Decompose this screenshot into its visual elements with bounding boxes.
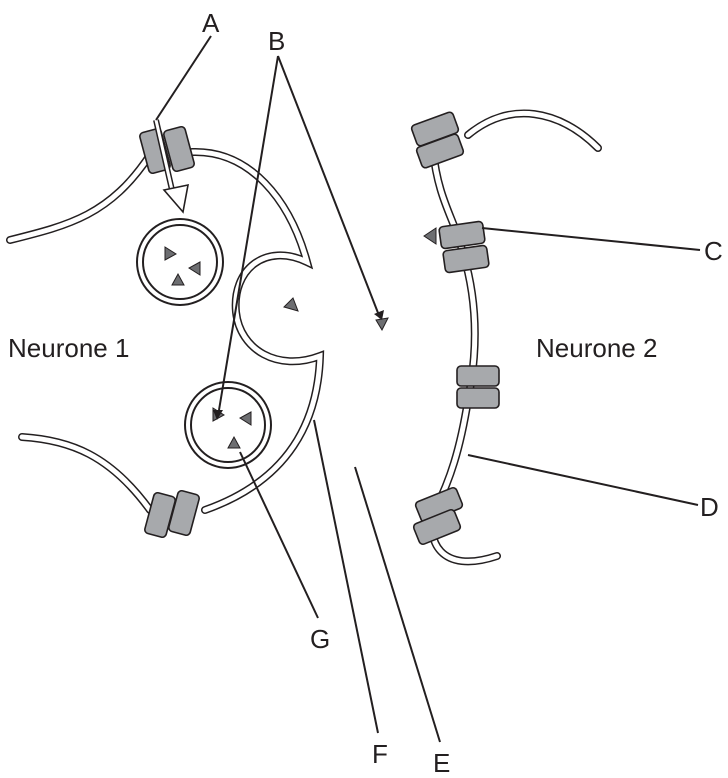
- label-neurone-2: Neurone 2: [536, 333, 657, 363]
- vesicle-lower: [185, 382, 271, 468]
- label-f: F: [372, 739, 388, 769]
- receptor-3-bottom: [457, 388, 499, 408]
- label-c: C: [704, 236, 723, 266]
- label-b: B: [268, 26, 285, 56]
- receptor-c-top: [439, 221, 486, 249]
- label-neurone-1: Neurone 1: [8, 333, 129, 363]
- label-g: G: [310, 624, 330, 654]
- receptor-3-top: [457, 366, 499, 386]
- vesicle-upper: [137, 219, 223, 305]
- label-e: E: [433, 748, 450, 778]
- receptor-c-bottom: [443, 245, 490, 273]
- label-a: A: [202, 8, 220, 38]
- label-d: D: [700, 492, 719, 522]
- released-neurotransmitter: [284, 298, 298, 311]
- presynaptic-membrane: [10, 152, 320, 510]
- bound-neurotransmitter: [424, 228, 436, 244]
